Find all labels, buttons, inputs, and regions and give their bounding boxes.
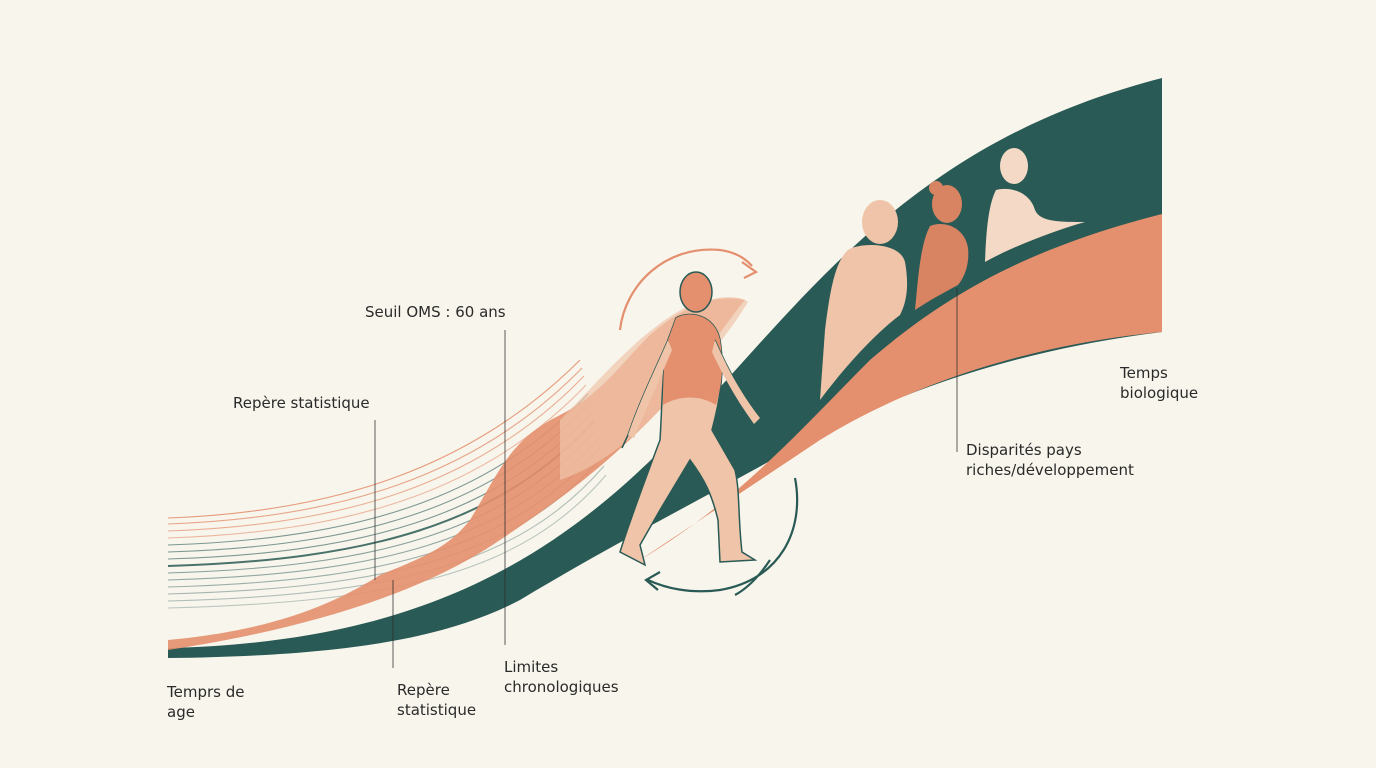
label-temps-biologique: Temps biologique [1120,364,1199,402]
leader-lines [374,288,958,668]
label-temps-age: Temprs de age [167,683,245,721]
teal-band [168,78,1162,658]
walking-person-icon [619,271,765,567]
arc-arrow-icon [647,477,799,593]
standing-person-icon [985,148,1085,262]
standing-person-icon [915,181,969,310]
arc-arrow-icon [618,248,753,331]
salmon-right-band [640,214,1162,560]
label-seuil-oms: Seuil OMS : 60 ans [365,303,506,321]
elder-figures [820,148,1085,400]
label-limites-chronologiques: Limites chronologiques [504,658,619,696]
standing-person-icon [820,200,908,400]
cycle-arrows [618,248,799,596]
label-repere-statistique-top: Repère statistique [233,394,370,412]
label-repere-statistique-bottom: Repère statistique [397,681,477,719]
label-disparites-pays: Disparités pays riches/développement [966,441,1134,479]
